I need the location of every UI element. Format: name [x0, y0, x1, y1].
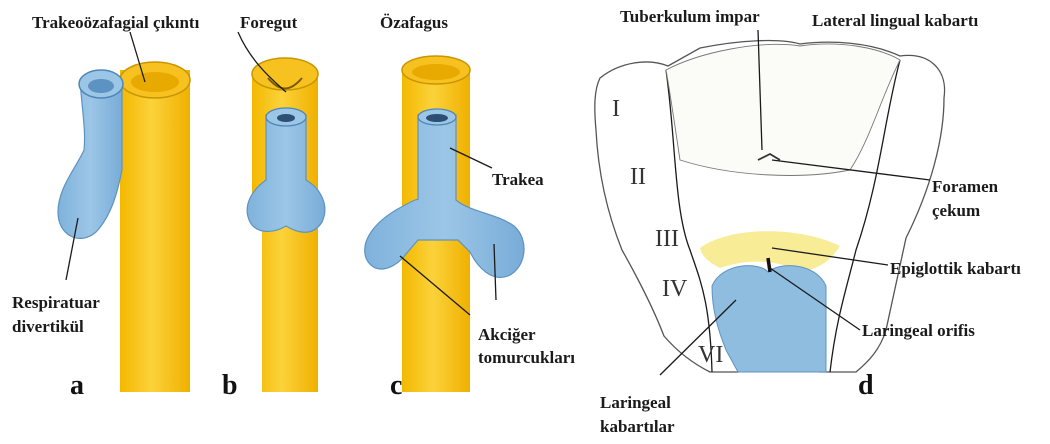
trachea-b-lumen	[277, 114, 295, 122]
label-tuberkulum: Tuberkulum impar	[620, 7, 760, 26]
esophagus-tube	[120, 70, 190, 392]
label-foramen-2: çekum	[932, 201, 980, 220]
label-epiglottik: Epiglottik kabartı	[890, 259, 1021, 278]
arch-label-1: I	[612, 96, 620, 122]
label-laringeal-kab-1: Laringeal	[600, 393, 671, 412]
label-akciger-2: tomurcukları	[478, 348, 575, 367]
foregut-opening	[252, 58, 318, 90]
label-akciger-1: Akciğer	[478, 325, 536, 344]
esophagus-lumen	[131, 72, 179, 92]
esophagus-c-lumen	[412, 64, 460, 80]
label-foregut: Foregut	[240, 13, 298, 32]
label-respiratuar-2: divertikül	[12, 317, 84, 336]
arch-label-3: III	[655, 226, 679, 252]
respiratory-diverticulum	[58, 80, 122, 238]
label-laringeal-kab-2: kabartılar	[600, 417, 675, 436]
panel-letter-c: c	[390, 370, 402, 401]
trachea-c-lumen	[426, 114, 448, 122]
label-laringeal-orifis: Laringeal orifis	[862, 321, 975, 340]
arch-label-4: IV	[662, 276, 688, 302]
panel-b	[247, 58, 325, 392]
arch-label-2: II	[630, 164, 646, 190]
laryngeal-swellings	[712, 266, 826, 372]
label-lateral-lingual: Lateral lingual kabartı	[812, 11, 979, 30]
panel-a	[58, 62, 190, 392]
arch-label-6: VI	[698, 342, 723, 368]
panel-letter-a: a	[70, 370, 84, 401]
label-trakeoozafagial: Trakeoözafagial çıkıntı	[32, 13, 200, 32]
panel-letter-d: d	[858, 370, 874, 401]
laryngeal-orifice	[768, 258, 770, 272]
label-trakea: Trakea	[492, 170, 544, 189]
diverticulum-lumen	[88, 79, 114, 93]
label-ozafagus: Özafagus	[380, 13, 448, 32]
panel-letter-b: b	[222, 370, 238, 401]
label-foramen-1: Foramen	[932, 177, 999, 196]
label-respiratuar-1: Respiratuar	[12, 293, 100, 312]
